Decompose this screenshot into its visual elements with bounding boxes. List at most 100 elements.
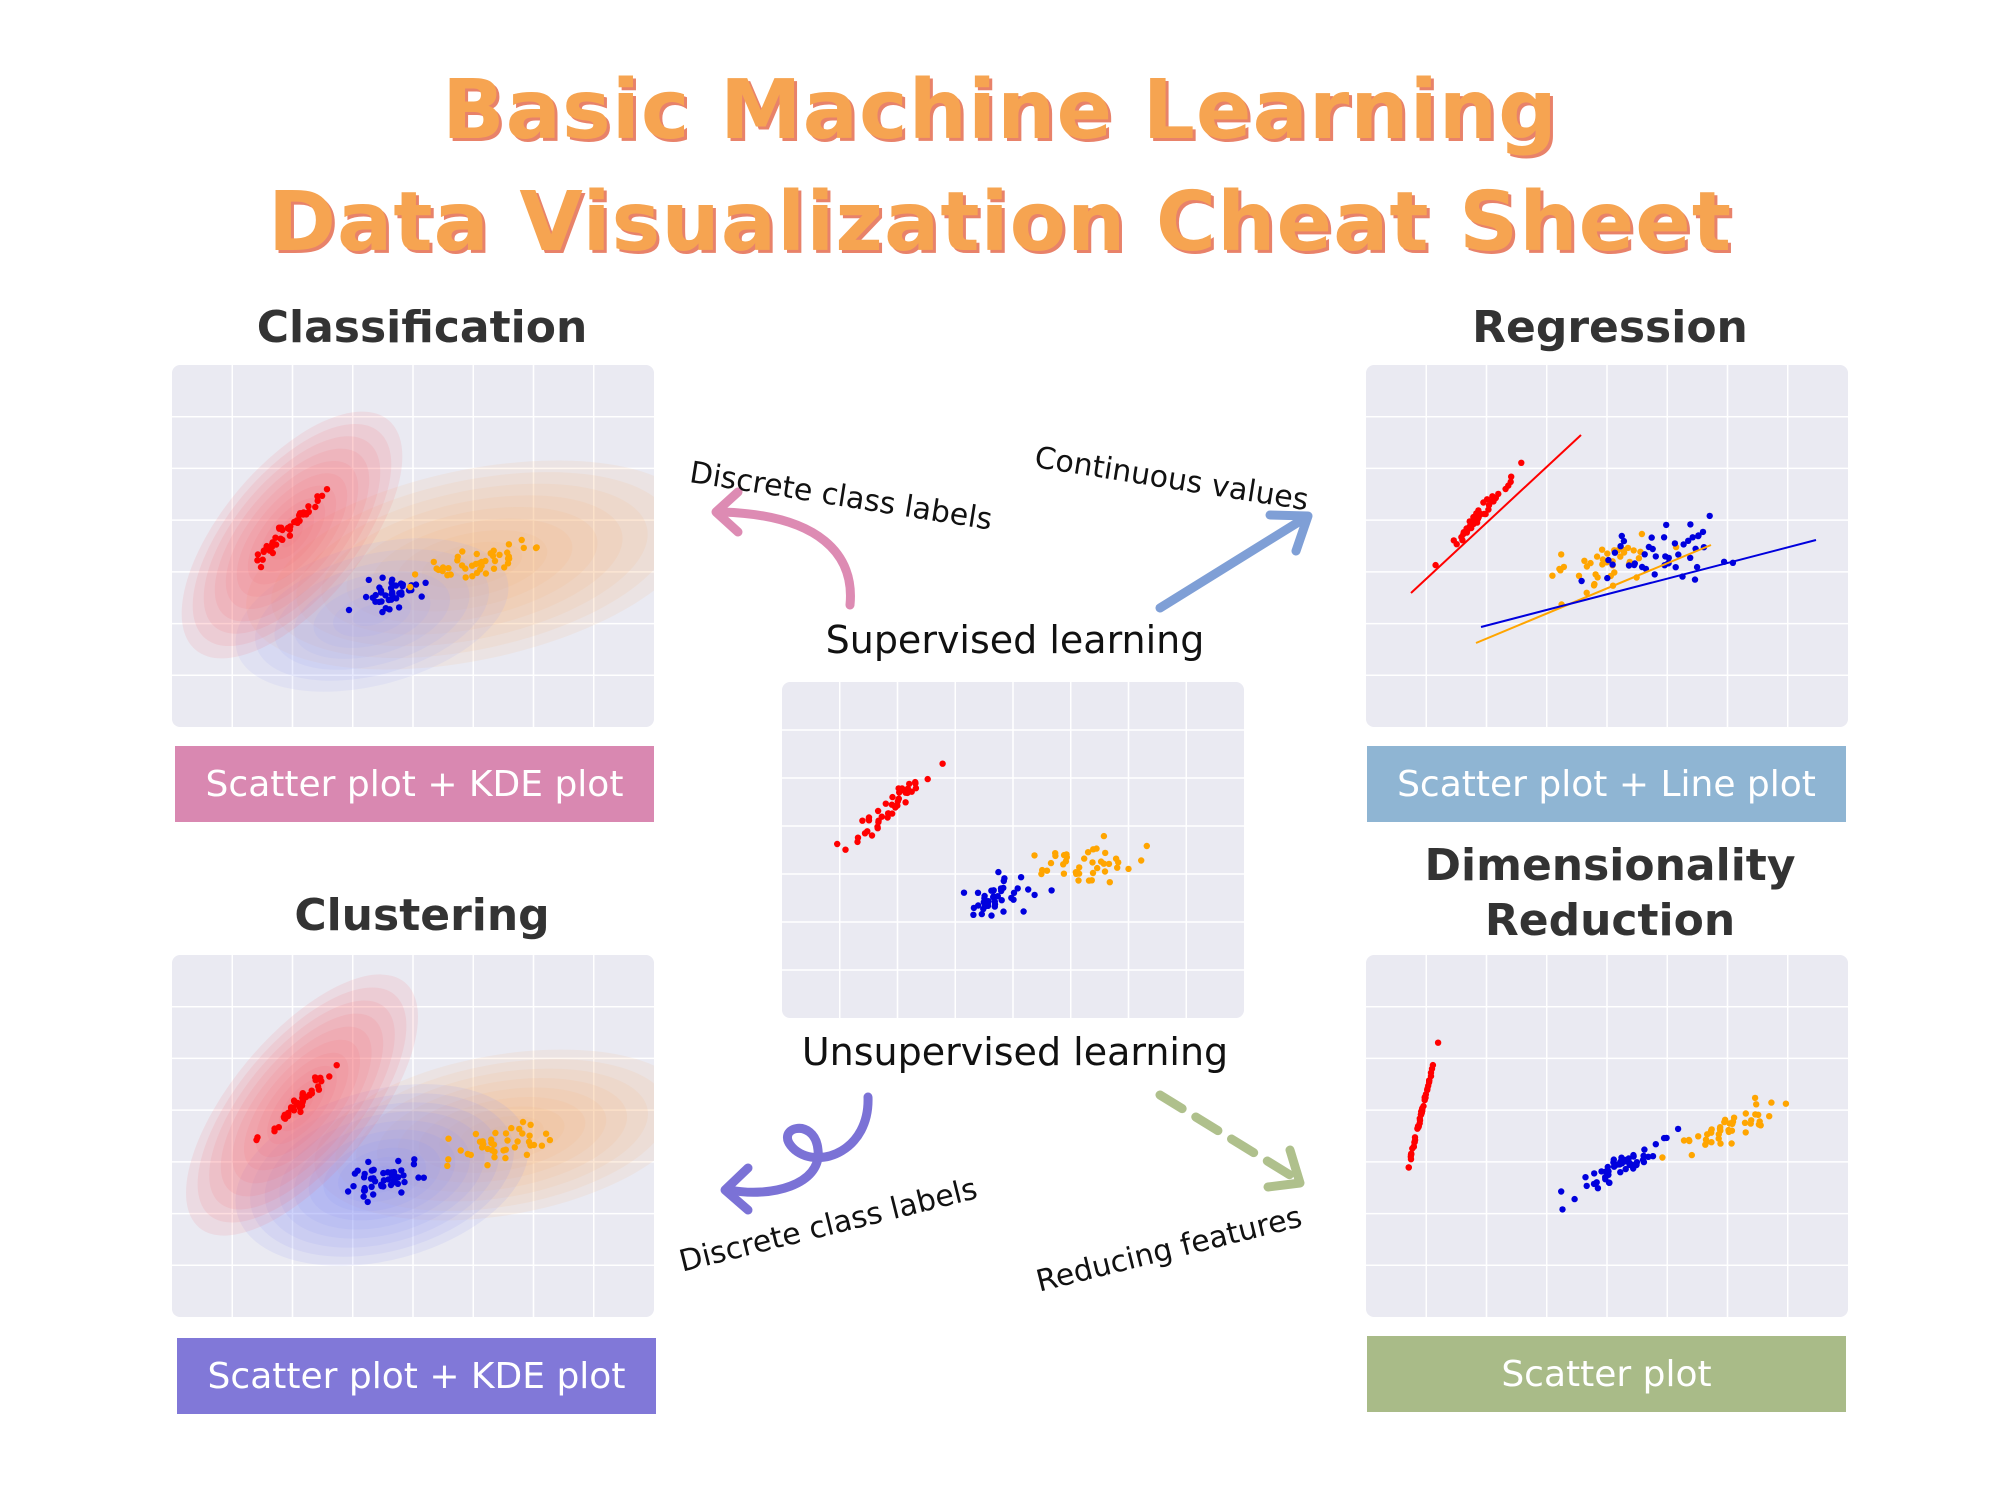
blue-point [1048, 887, 1055, 894]
orange-point [1105, 860, 1113, 868]
blue-point [1652, 553, 1659, 560]
blue-point [422, 579, 429, 586]
red-point [1410, 1143, 1417, 1150]
orange-point [467, 1151, 474, 1159]
blue-point [1660, 534, 1668, 541]
orange-point [459, 548, 466, 555]
blue-point [388, 596, 395, 603]
blue-point [991, 901, 999, 908]
red-point [318, 492, 326, 499]
blue-point [1609, 561, 1616, 568]
blue-point [1625, 562, 1633, 569]
orange-point [502, 1154, 509, 1162]
orange-point [1590, 582, 1598, 589]
blue-point [1578, 577, 1585, 585]
red-point [842, 846, 849, 853]
blue-point [998, 887, 1005, 895]
orange-point [473, 569, 481, 577]
orange-point [468, 562, 476, 569]
red-point [308, 1087, 315, 1094]
red-point [892, 804, 899, 811]
red-point [1507, 478, 1514, 486]
red-point [884, 810, 892, 817]
blue-point [1610, 1163, 1618, 1170]
blue-point [410, 1161, 418, 1168]
red-point [294, 1099, 301, 1107]
blue-point [1000, 908, 1007, 915]
blue-point [360, 1187, 368, 1194]
kde-density [235, 538, 509, 692]
blue-point [1605, 556, 1612, 564]
dimensionality-heading-line-1: Dimensionality [1424, 840, 1796, 891]
red-point [314, 497, 321, 504]
red-point [287, 523, 294, 530]
orange-point [1094, 864, 1101, 872]
blue-point [1610, 1156, 1617, 1163]
orange-point [444, 1162, 451, 1170]
blue-point [1641, 1146, 1648, 1153]
orange-point [1556, 565, 1563, 573]
red-point [297, 1108, 304, 1116]
blue-point [1593, 1179, 1600, 1186]
blue-point [978, 910, 985, 918]
orange-point [488, 1147, 496, 1154]
orange-point [1742, 1129, 1749, 1136]
orange-point [1695, 1133, 1702, 1140]
blue-point [1687, 554, 1694, 561]
red-point [286, 532, 294, 539]
clustering-plot [172, 955, 654, 1317]
blue-point [360, 1174, 368, 1181]
blue-point [1706, 512, 1713, 520]
orange-point [1688, 1151, 1695, 1159]
orange-point [1125, 865, 1132, 873]
blue-point [1687, 521, 1694, 528]
blue-point [981, 892, 988, 900]
orange-point [1075, 877, 1082, 884]
clustering-heading: Clustering [294, 890, 550, 941]
orange-point [1630, 547, 1637, 554]
blue-point [420, 1174, 427, 1181]
red-point [1418, 1108, 1426, 1115]
blue-point [399, 581, 406, 588]
blue-point [1000, 877, 1007, 885]
orange-point [1031, 852, 1038, 859]
orange-point [1143, 842, 1150, 850]
panel-clustering-svg [172, 955, 654, 1317]
red-point [305, 503, 312, 510]
red-point [1477, 510, 1485, 518]
orange-point [1598, 546, 1606, 553]
orange-point [1089, 869, 1097, 877]
orange-point [1752, 1111, 1759, 1118]
regression-arrowhead [1265, 510, 1313, 556]
orange-point [1721, 1116, 1729, 1123]
blue-point [370, 1191, 377, 1198]
dimensionality-plot-label: Scatter plot [1367, 1336, 1846, 1412]
blue-point [1602, 1168, 1610, 1175]
orange-point [501, 564, 508, 571]
blue-point [396, 590, 403, 597]
unsupervised-learning-label: Unsupervised learning [801, 1030, 1229, 1074]
red-point [263, 542, 270, 550]
orange-point [1726, 1120, 1733, 1127]
blue-point [378, 598, 385, 605]
orange-point [1757, 1122, 1764, 1129]
blue-point [1633, 1159, 1641, 1166]
blue-point [1662, 553, 1669, 560]
orange-point [457, 1147, 464, 1154]
red-point [296, 517, 303, 524]
orange-point [490, 565, 498, 572]
orange-point [1659, 1154, 1666, 1161]
blue-point [988, 912, 995, 919]
orange-point [1138, 857, 1145, 864]
red-point [889, 793, 896, 801]
red-point [1480, 499, 1487, 506]
red-point [854, 834, 862, 841]
blue-point [1591, 1170, 1598, 1177]
blue-point [1626, 1161, 1633, 1169]
blue-point [974, 889, 982, 896]
orange-point [500, 1147, 507, 1154]
red-point [906, 780, 913, 788]
blue-point [388, 591, 395, 598]
red-point [912, 780, 919, 787]
orange-point [538, 1142, 546, 1149]
